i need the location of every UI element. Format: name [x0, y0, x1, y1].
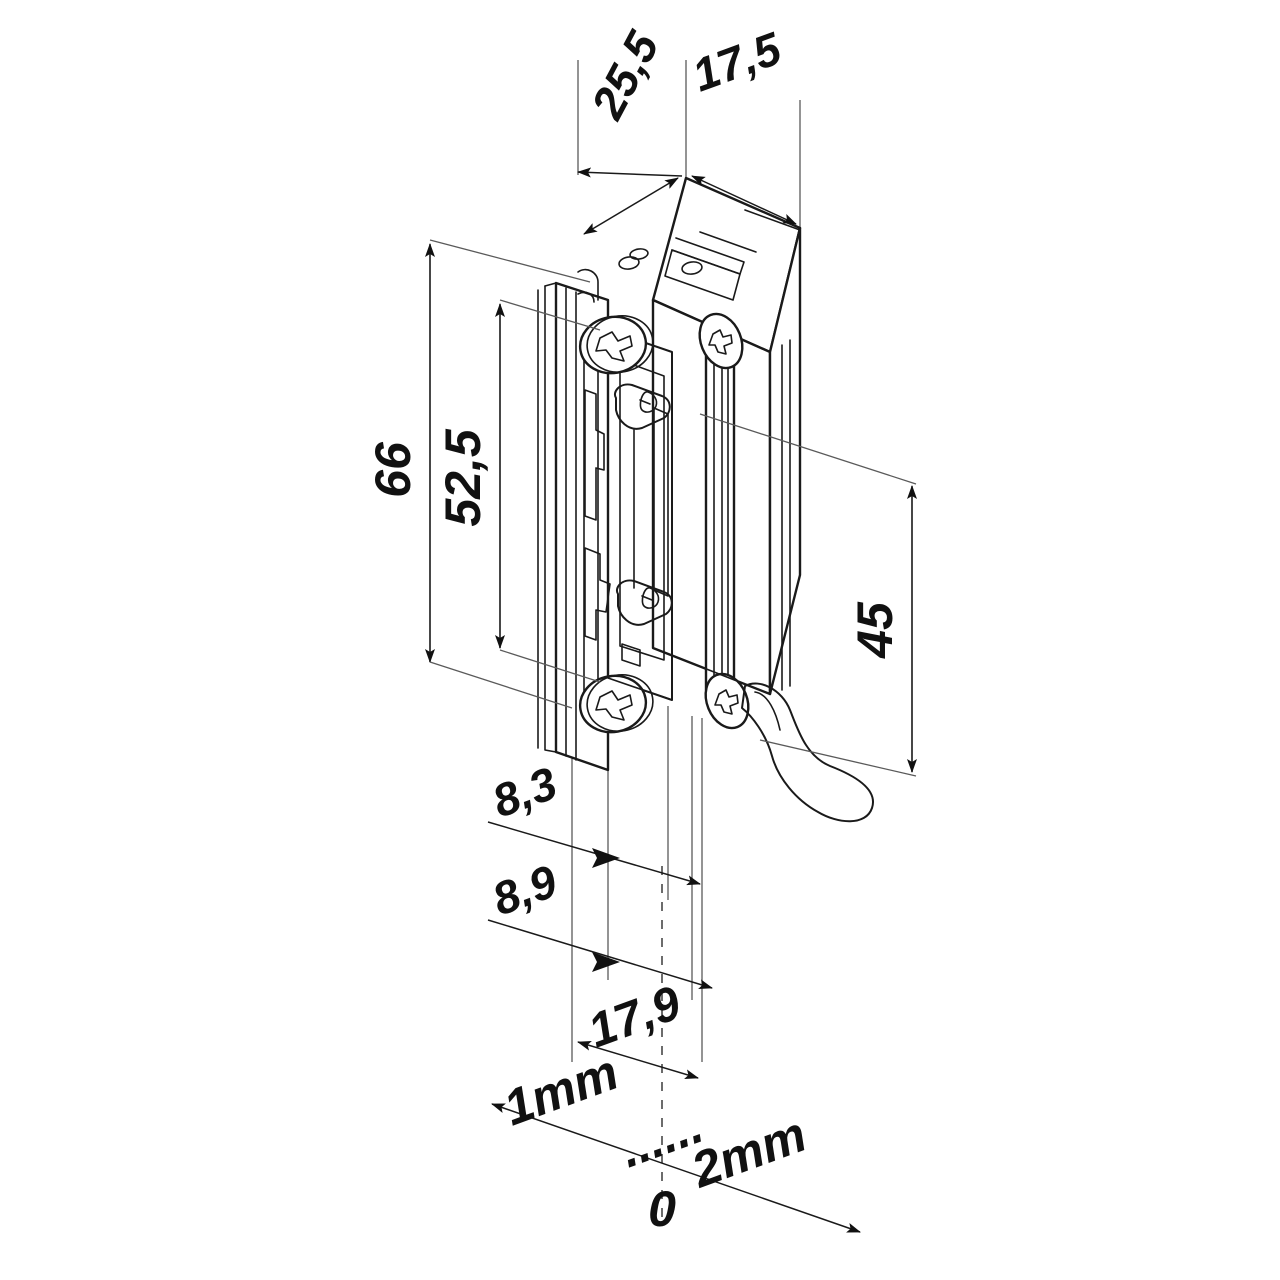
dimension-52-5: 52,5	[435, 299, 601, 683]
screw-upper-left	[578, 315, 654, 375]
dimension-45: 45	[699, 413, 917, 777]
screw-lower-right	[704, 672, 750, 730]
dimension-label-52-5: 52,5	[435, 428, 491, 527]
dimension-label-45: 45	[847, 601, 903, 659]
electric-strike-body	[537, 176, 874, 823]
dimension-8-9: 8,9	[486, 855, 713, 990]
dimension-label-8-3: 8,3	[486, 757, 564, 828]
scale-left-label: 1mm	[497, 1044, 626, 1137]
screw-upper-right	[698, 312, 744, 370]
dimension-25-5: 25,5	[577, 22, 683, 235]
scale-bar: 1mm ...... 2mm 0	[491, 1044, 861, 1237]
dimension-label-25-5: 25,5	[580, 22, 669, 128]
dimension-label-17-5: 17,5	[686, 21, 789, 101]
dimension-66: 66	[365, 239, 591, 709]
dimension-label-8-9: 8,9	[486, 855, 564, 926]
dimension-label-66: 66	[365, 441, 421, 498]
scale-zero-label: 0	[648, 1181, 676, 1237]
scale-right-label: 2mm	[684, 1106, 814, 1199]
screw-lower-left	[578, 674, 654, 734]
